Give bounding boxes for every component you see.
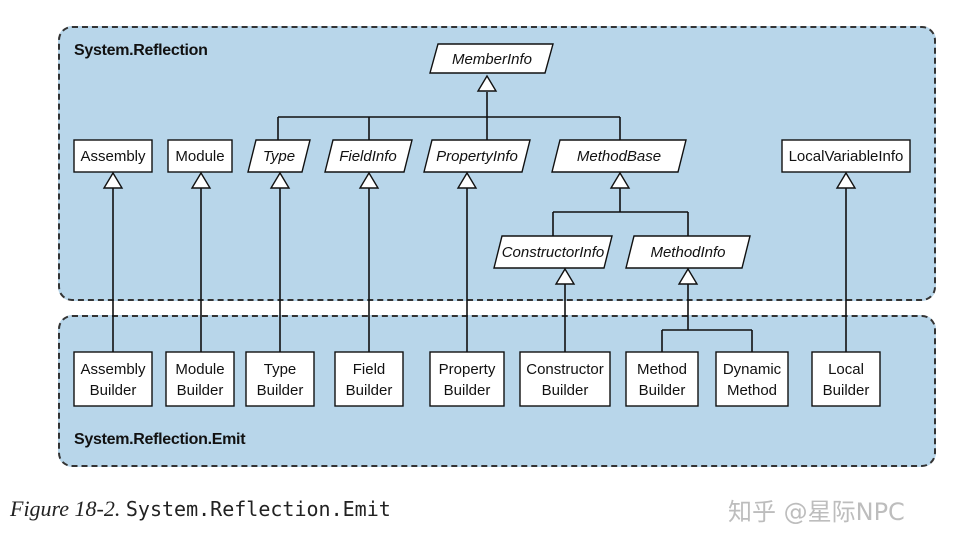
label-field-builder-2: Builder [346,382,393,399]
class-constructorinfo [493,235,613,269]
label-assembly: Assembly [80,148,146,165]
label-methodbase: MethodBase [577,148,661,165]
class-field-builder [334,351,404,407]
label-assembly-builder-2: Builder [90,382,137,399]
label-module: Module [175,148,224,165]
label-dynamic-method-1: Dynamic [723,361,782,378]
class-localvariableinfo [781,139,911,173]
arrowhead-methodbase [609,171,631,189]
arrowhead-constructorinfo [554,267,576,285]
class-local-builder [811,351,881,407]
caption-code: System.Reflection.Emit [125,497,391,521]
class-type [247,139,311,173]
label-propertyinfo: PropertyInfo [436,148,518,165]
arrowhead-methodinfo [677,267,699,285]
label-method-builder-2: Builder [639,382,686,399]
class-module-builder [165,351,235,407]
class-module [167,139,233,173]
caption-prefix: Figure 18-2. [10,496,126,521]
class-method-builder [625,351,699,407]
label-memberinfo: MemberInfo [452,51,532,68]
label-method-builder-1: Method [637,361,687,378]
class-memberinfo [429,43,554,74]
concrete-classes [73,139,911,407]
label-property-builder-2: Builder [444,382,491,399]
arrowhead-fieldinfo [358,171,380,189]
label-module-builder-2: Builder [177,382,224,399]
arrowhead-propertyinfo [456,171,478,189]
label-type: Type [263,148,295,165]
system-reflection-emit-label: System.Reflection.Emit [74,431,246,448]
label-assembly-builder-1: Assembly [80,361,146,378]
class-property-builder [429,351,505,407]
arrowhead-localvariableinfo [835,171,857,189]
system-reflection-label: System.Reflection [74,42,208,59]
class-propertyinfo [423,139,531,173]
arrowhead-type [269,171,291,189]
class-dynamic-method [715,351,789,407]
label-fieldinfo: FieldInfo [339,148,397,165]
arrowhead-assembly [102,171,124,189]
label-property-builder-1: Property [439,361,496,378]
class-assembly-builder [73,351,153,407]
label-local-builder-2: Builder [823,382,870,399]
abstract-classes [247,43,751,269]
class-methodinfo [625,235,751,269]
class-assembly [73,139,153,173]
label-constructorinfo: ConstructorInfo [502,244,605,261]
label-constructor-builder-2: Builder [542,382,589,399]
class-fieldinfo [324,139,413,173]
label-type-builder-2: Builder [257,382,304,399]
label-type-builder-1: Type [264,361,297,378]
watermark: 知乎 @星际NPC [728,498,905,526]
class-methodbase [551,139,687,173]
label-local-builder-1: Local [828,361,864,378]
inheritance-connectors [112,92,847,352]
label-module-builder-1: Module [175,361,224,378]
figure-caption: Figure 18-2. System.Reflection.Emit [10,496,391,522]
label-constructor-builder-1: Constructor [526,361,604,378]
label-field-builder-1: Field [353,361,386,378]
arrowhead-memberinfo [476,74,498,92]
label-dynamic-method-2: Method [727,382,777,399]
inheritance-arrowheads [102,74,857,285]
class-constructor-builder [519,351,611,407]
label-localvariableinfo: LocalVariableInfo [789,148,904,165]
label-methodinfo: MethodInfo [650,244,725,261]
arrowhead-module [190,171,212,189]
class-type-builder [245,351,315,407]
